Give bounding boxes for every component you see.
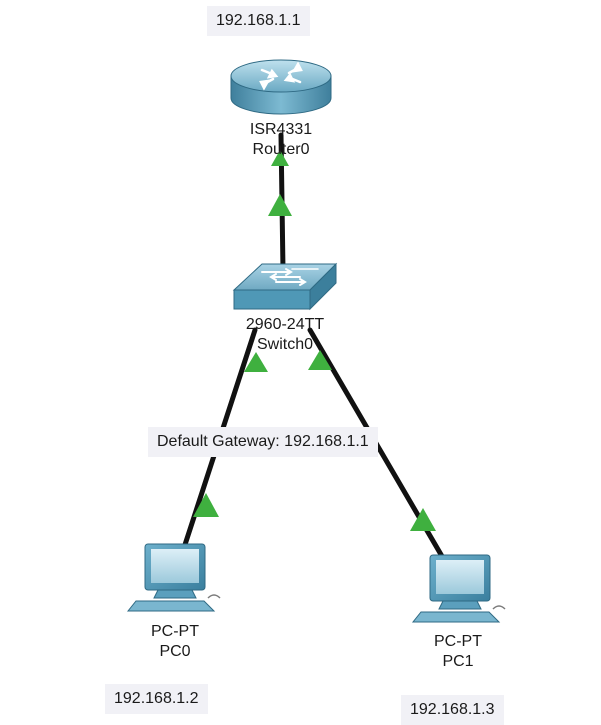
link-up-indicator	[308, 350, 332, 370]
switch0-label: 2960-24TT Switch0	[246, 315, 324, 355]
switch-icon[interactable]	[232, 262, 338, 311]
pc1-label: PC-PT PC1	[434, 632, 482, 672]
pc-icon[interactable]	[411, 554, 506, 623]
device-name: PC1	[442, 653, 474, 670]
device-model: 2960-24TT	[245, 316, 325, 333]
link-up-indicator	[271, 150, 289, 166]
device-name: Switch0	[256, 336, 314, 353]
router0-label: ISR4331 Router0	[250, 120, 312, 160]
router-icon[interactable]	[230, 59, 332, 115]
pc-icon[interactable]	[126, 543, 221, 612]
link-up-indicator	[193, 493, 219, 517]
device-name: PC0	[159, 643, 191, 660]
pc0-label: PC-PT PC0	[151, 622, 199, 662]
device-model: PC-PT	[151, 623, 199, 640]
pc0-ip-note[interactable]: 192.168.1.2	[105, 684, 208, 714]
default-gateway-note[interactable]: Default Gateway: 192.168.1.1	[148, 427, 378, 457]
link-up-indicator	[410, 508, 436, 531]
router-ip-note[interactable]: 192.168.1.1	[207, 6, 310, 36]
link-up-indicator	[268, 194, 292, 216]
link-up-indicator	[244, 352, 268, 372]
device-name: Router0	[252, 141, 310, 158]
pc1-ip-note[interactable]: 192.168.1.3	[401, 695, 504, 725]
device-model: ISR4331	[249, 121, 313, 138]
device-model: PC-PT	[434, 633, 482, 650]
